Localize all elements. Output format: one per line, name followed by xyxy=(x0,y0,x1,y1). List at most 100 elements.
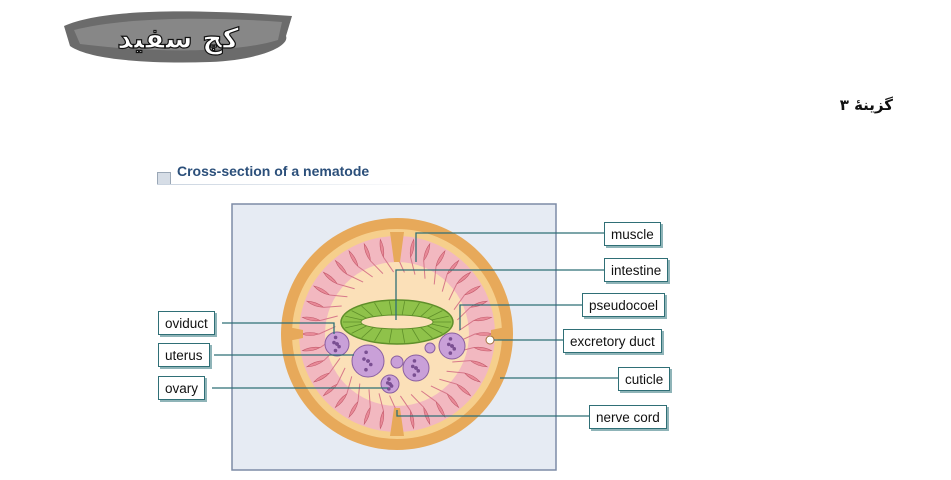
muscle-cell xyxy=(423,242,431,262)
muscle-arm xyxy=(336,367,346,385)
muscle-arm xyxy=(329,358,341,374)
title-divider xyxy=(157,184,427,185)
label-intestine: intestine xyxy=(604,258,669,282)
egg-nucleus xyxy=(364,367,368,372)
muscle-arm xyxy=(323,305,342,308)
muscle-cell xyxy=(334,393,348,409)
egg-nucleus xyxy=(416,369,421,373)
egg-nucleus xyxy=(448,337,453,341)
leader-lines xyxy=(212,232,618,417)
muscle-cell xyxy=(379,238,385,259)
muscle-arm xyxy=(369,260,384,274)
muscle-cell xyxy=(379,409,385,430)
muscle-arm xyxy=(378,393,384,411)
muscle-arm xyxy=(458,320,475,332)
egg-nucleus xyxy=(388,382,392,386)
muscle-arm xyxy=(346,376,353,394)
intestine-cell-wall xyxy=(401,328,406,343)
dorsal-cord xyxy=(390,232,404,262)
egg-nucleus xyxy=(410,364,415,369)
egg-nucleus xyxy=(387,377,391,381)
intestine-cell-wall xyxy=(374,302,383,316)
egg-nucleus xyxy=(337,344,341,349)
muscle-cell xyxy=(472,316,493,322)
label-oviduct: oviduct xyxy=(158,311,215,335)
intestine-cell-wall xyxy=(388,301,393,316)
muscle-cell xyxy=(348,250,359,268)
muscle-arm xyxy=(452,360,471,363)
intestine-cell-wall xyxy=(420,326,433,339)
intestine-cell-wall xyxy=(431,323,449,329)
ovary-small-right-shape xyxy=(424,342,436,354)
muscle-cell xyxy=(305,360,325,368)
intestine-cell-wall xyxy=(431,315,449,321)
intestine-cells xyxy=(343,301,451,343)
egg-nuclei xyxy=(332,335,457,391)
muscle-arm xyxy=(318,326,336,335)
muscle-arm xyxy=(346,273,364,283)
intestine-cell-wall xyxy=(361,305,374,318)
muscle-arm xyxy=(453,294,465,310)
muscle-arm xyxy=(368,389,371,408)
label-nerve-cord: nerve cord xyxy=(589,405,667,429)
egg-nucleus xyxy=(333,335,338,340)
egg-nucleus xyxy=(448,351,453,355)
muscle-cell xyxy=(456,383,472,397)
egg-nucleus xyxy=(332,340,336,345)
muscle-arm xyxy=(430,385,448,395)
muscle-cell xyxy=(472,346,493,352)
muscle-cell xyxy=(435,400,446,418)
intestine-cell-wall xyxy=(401,301,406,316)
egg-nucleus xyxy=(412,359,417,363)
egg-nucleus xyxy=(446,342,451,347)
muscle-cell xyxy=(322,271,338,285)
label-pseudocoel: pseudocoel xyxy=(582,293,666,317)
muscle-cell xyxy=(301,346,322,352)
muscle-arm xyxy=(357,383,361,402)
egg-nucleus xyxy=(366,359,370,363)
muscle-arm xyxy=(329,294,348,298)
label-cuticle: cuticle xyxy=(618,367,671,391)
muscle-arm xyxy=(421,390,437,402)
label-muscle: muscle xyxy=(604,222,661,246)
muscle-arm xyxy=(410,394,425,408)
logo: کچ سفید xyxy=(64,11,292,63)
muscle-cell xyxy=(334,259,348,275)
figure-title: Cross-section of a nematode xyxy=(177,163,370,179)
muscle-cell xyxy=(446,393,460,409)
muscle-cell xyxy=(474,332,494,336)
muscle-cell xyxy=(300,332,320,336)
excretory-duct-opening xyxy=(485,335,495,345)
ovary-small-shape xyxy=(390,355,404,369)
muscle-arm xyxy=(448,283,458,301)
muscle-arm xyxy=(399,395,411,412)
logo-text: کچ سفید xyxy=(117,22,239,55)
muscle-arm xyxy=(439,378,457,385)
egg-nucleus xyxy=(333,348,338,353)
intestine-lumen xyxy=(360,314,434,330)
lateral-cord-left xyxy=(283,326,303,342)
muscle-cell xyxy=(469,360,489,368)
muscle-cell xyxy=(313,285,331,296)
muscle-arm xyxy=(357,266,373,278)
intestine-cell-wall xyxy=(420,305,433,318)
intestine-cell-wall xyxy=(388,328,393,343)
muscle-cell xyxy=(305,300,325,308)
intestine-cell-wall xyxy=(345,323,363,329)
muscle-cell xyxy=(348,400,359,418)
muscle-cell xyxy=(301,316,322,322)
muscle-arm xyxy=(320,315,338,321)
muscle-cell xyxy=(463,285,481,296)
intestine-cell-wall xyxy=(361,326,374,339)
egg-nucleus xyxy=(362,357,366,361)
muscle-arm xyxy=(441,274,448,292)
egg-nucleus xyxy=(452,347,457,351)
intestine-cell-wall xyxy=(374,328,383,342)
intestine-cell-wall xyxy=(351,310,367,319)
egg-nucleus xyxy=(368,362,373,367)
egg-nucleus xyxy=(450,344,454,348)
intestine-cell-wall xyxy=(427,325,443,334)
muscle-arm xyxy=(410,257,416,275)
intestine-cell-wall xyxy=(411,328,420,342)
